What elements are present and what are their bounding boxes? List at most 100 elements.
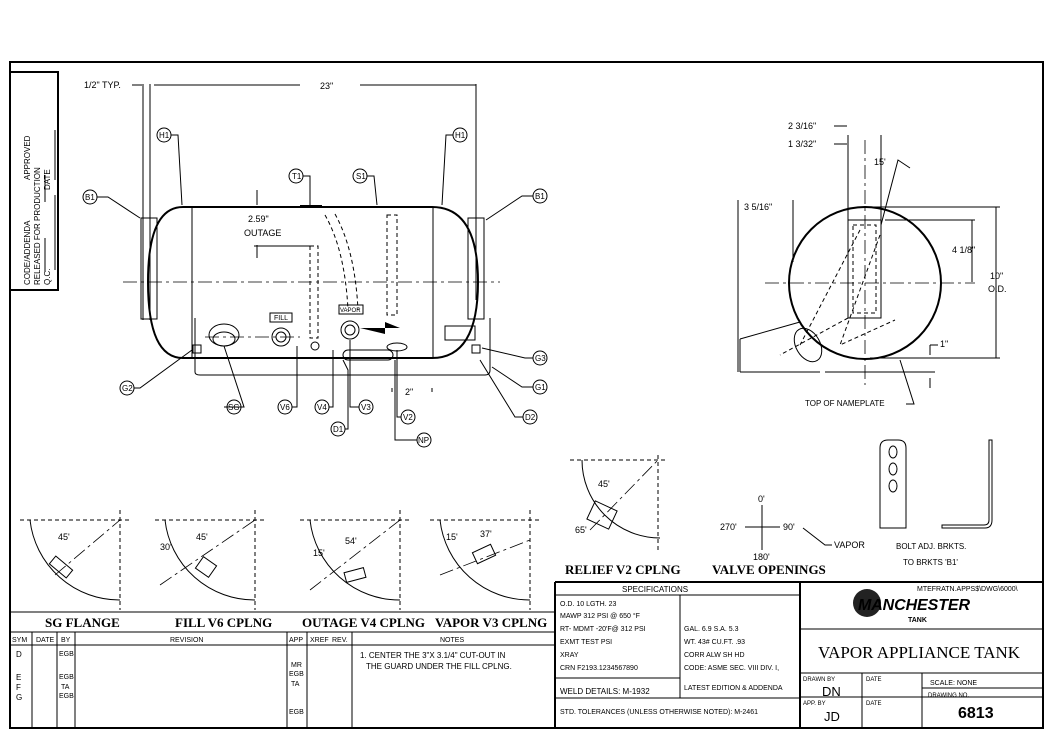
title_block-drawn_by-text: DN — [822, 684, 841, 699]
revision_table-headers-7-text: NOTES — [440, 637, 464, 644]
specifications-right_rows-1-text: WT. 43# CU.FT. .93 — [684, 639, 745, 646]
valve_openings-right-text: 90' — [783, 522, 795, 532]
end_view-dim_d-text: 4 1/8" — [952, 245, 975, 255]
end_view-nameplate-text: TOP OF NAMEPLATE — [805, 399, 885, 408]
revision_table-note1-text: 1. CENTER THE 3"X 3.1/4" CUT-OUT IN — [360, 651, 506, 660]
front_view-balloons-d1-text: D1 — [333, 425, 344, 434]
end_view-dim_b-text: 1 3/32" — [788, 139, 816, 149]
details-0-angles-0-text: 45' — [58, 532, 70, 542]
details-4-angles-0-text: 45' — [598, 479, 610, 489]
approval_box-line3-text: Q.C. — [43, 269, 52, 285]
details-3-angles-1-text: 37' — [480, 529, 492, 539]
dim-typ: 1/2" TYP. — [84, 80, 121, 90]
end_view-od_label-text: O.D. — [988, 284, 1007, 294]
revision_table-headers-3-text: REVISION — [170, 637, 203, 644]
valve_openings-left-text: 270' — [720, 522, 737, 532]
dim-length: 23" — [320, 81, 333, 91]
approval_box-line1b-text: APPROVED — [23, 135, 32, 180]
revision_table-headers-5-text: XREF — [310, 637, 329, 644]
specifications-right_rows-3-text: CODE: ASME SEC. VIII DIV. I, — [684, 665, 779, 672]
revision_table-sym-0-text: D — [16, 650, 22, 659]
front_view-outage_label-text: OUTAGE — [244, 228, 281, 238]
approval_box-line1-text: CODE/ADDENDA — [23, 220, 32, 285]
title_block-drawing_no_label-text: DRAWING NO. — [928, 693, 969, 699]
end_view-od_value-text: 10" — [990, 271, 1003, 281]
revision_table-headers-1-text: DATE — [36, 637, 54, 644]
front_view-balloons-h1-text: H1 — [455, 131, 466, 140]
front_view-balloons-g3-text: G3 — [535, 354, 546, 363]
revision_table-app-0-text: MR — [291, 662, 302, 669]
front_view-balloons-h1-text: H1 — [159, 131, 170, 140]
details-0-title-text: SG FLANGE — [45, 615, 120, 630]
details-3-angles-0-text: 15' — [446, 532, 458, 542]
adjustable-brackets: BOLT ADJ. BRKTS. TO BRKTS 'B1' — [879, 439, 993, 567]
tank-end-view: 2 3/16" 1 3/32" 15' 3 5/16" 4 1/8" 10" O… — [737, 121, 1007, 408]
detail-fill-v6: 30'45'FILL V6 CPLNG — [155, 510, 272, 630]
manchester-logo-gear-icon — [853, 589, 881, 617]
front_view-fill_tag-text: FILL — [274, 315, 288, 322]
valve-openings: 0' 270' 90' 180' VAPOR VALVE OPENINGS — [712, 494, 865, 577]
valve_openings-bottom-text: 180' — [753, 552, 770, 562]
part-balloons: H1 H1 T1 S1 B1 B1 G2 G3 G1 SG V6 V4 V3 D… — [82, 127, 548, 448]
end_view-angle-text: 15' — [874, 157, 886, 167]
approval-text: CODE/ADDENDA APPROVED RELEASED FOR PRODU… — [23, 130, 56, 285]
revision_table-headers-4-text: APP — [289, 637, 303, 644]
title-block: MTEFRATN.APPS$\DWG\6000\ MANCHESTER TANK… — [799, 581, 1043, 728]
revision_table-by-1-text: EGB — [59, 674, 74, 681]
specifications-right_rows-4-text: LATEST EDITION & ADDENDA — [684, 685, 783, 692]
front_view-balloons-v4-text: V4 — [317, 403, 327, 412]
end_view-dim_e-text: 1" — [940, 339, 948, 349]
revision_table-note2-text: THE GUARD UNDER THE FILL CPLNG. — [366, 662, 512, 671]
specifications-right_rows-2-text: CORR ALW SH HD — [684, 652, 745, 659]
revision_table-app-1-text: EGB — [289, 671, 304, 678]
specifications-title-text: SPECIFICATIONS — [622, 585, 688, 594]
revision_table-sym-2-text: F — [16, 683, 21, 692]
front_view-outage_value-text: 2.59" — [248, 214, 269, 224]
approval_box-line3b-text: DATE — [43, 169, 52, 190]
details-2-angles-1-text: 54' — [345, 536, 357, 546]
specifications-block: SPECIFICATIONS O.D. 10 LGTH. 23 MAWP 312… — [555, 581, 800, 716]
revision_table-headers-0-text: SYM — [12, 637, 27, 644]
front_view-balloons-b1-text: B1 — [535, 192, 545, 201]
revision-table: SYM DATE BY REVISION APP XREF REV. NOTES… — [10, 582, 556, 728]
details-4-title-text: RELIEF V2 CPLNG — [565, 562, 681, 577]
details-4-angles-1-text: 65' — [575, 525, 587, 535]
revision_table-by-3-text: EGB — [59, 693, 74, 700]
details-1-angles-0-text: 30' — [160, 542, 172, 552]
specifications-rows-2-text: RT- MDMT -20'F@ 312 PSI — [560, 626, 646, 633]
coupling-details: 45'SG FLANGE 30'45'FILL V6 CPLNG 15'54'O… — [20, 455, 681, 630]
front_view-balloons-v6-text: V6 — [280, 403, 290, 412]
front_view-balloons-g2-text: G2 — [122, 384, 133, 393]
title_block-date_label-text: DATE — [866, 677, 882, 683]
specifications-right_rows-0-text: GAL. 6.9 S.A. 5.3 — [684, 626, 739, 633]
revision_table-headers-6-text: REV. — [332, 637, 348, 644]
front_view-vapor_tag-text: VAPOR — [340, 308, 361, 314]
approval-box — [9, 71, 59, 291]
front_view-balloons-v3-text: V3 — [361, 403, 371, 412]
title_block-logo_sub-text: TANK — [908, 617, 927, 624]
revision_table-sym-1-text: E — [16, 673, 21, 682]
details-3-title-text: VAPOR V3 CPLNG — [435, 615, 547, 630]
approval_box-line2-text: RELEASED FOR PRODUCTION — [33, 167, 42, 285]
tank-front-view: 1/2" TYP. 23" 2.59" OUTAGE FILL VAPOR 2" — [84, 80, 500, 397]
end_view-dim_c-text: 3 5/16" — [744, 202, 772, 212]
valve_openings-top-text: 0' — [758, 494, 765, 504]
revision_table-by-0-text: EGB — [59, 651, 74, 658]
specifications-rows-0-text: O.D. 10 LGTH. 23 — [560, 601, 617, 608]
revision_table-sym-3-text: G — [16, 693, 22, 702]
drawing-border — [9, 61, 1044, 729]
revision_table-by-2-text: TA — [61, 684, 70, 691]
specifications-rows-4-text: XRAY — [560, 652, 579, 659]
end_view-dim_a-text: 2 3/16" — [788, 121, 816, 131]
specifications-tolerances-text: STD. TOLERANCES (UNLESS OTHERWISE NOTED)… — [560, 709, 758, 716]
front_view-balloons-v2-text: V2 — [403, 413, 413, 422]
valve_openings-callout-text: VAPOR — [834, 540, 865, 550]
specifications-weld-text: WELD DETAILS: M-1932 — [560, 687, 650, 696]
title_block-path-text: MTEFRATN.APPS$\DWG\6000\ — [917, 586, 1018, 593]
brackets-line1-text: BOLT ADJ. BRKTS. — [896, 542, 966, 551]
details-1-angles-1-text: 45' — [196, 532, 208, 542]
details-2-angles-0-text: 15' — [313, 548, 325, 558]
front_view-balloons-np-text: NP — [418, 436, 429, 445]
title_block-date_label-text: DATE — [866, 701, 882, 707]
